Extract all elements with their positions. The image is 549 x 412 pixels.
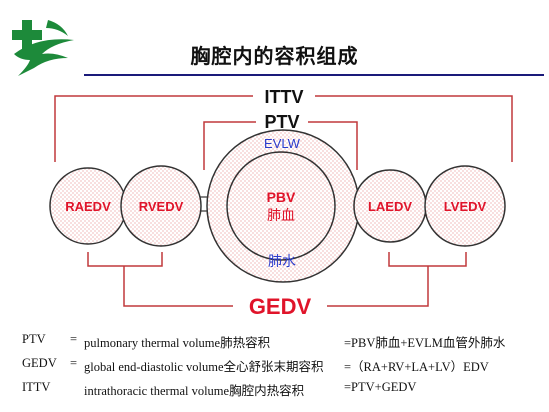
legend-formula: =（RA+RV+LA+LV）EDV xyxy=(344,360,489,374)
gedv-bracket xyxy=(87,252,467,307)
ittv-label: ITTV xyxy=(265,87,304,107)
legend-row-gedv: GEDV = global end-diastolic volume全心舒张末期… xyxy=(22,356,542,374)
pbv-circle xyxy=(226,151,336,261)
ittv-bracket xyxy=(54,95,513,162)
lvedv-label: LVEDV xyxy=(444,199,487,214)
gedv-label: GEDV xyxy=(249,294,312,319)
legend-desc: pulmonary thermal volume肺热容积 xyxy=(84,336,271,350)
lvedv-circle xyxy=(424,165,506,247)
legend-desc: global end-diastolic volume全心舒张末期容积 xyxy=(84,360,324,374)
rvedv-label: RVEDV xyxy=(139,199,184,214)
title-divider xyxy=(84,74,544,76)
legend-desc: intrathoracic thermal volume胸腔内热容积 xyxy=(84,384,305,398)
legend-eq: = xyxy=(70,332,78,346)
legend-row-ittv: ITTV intrathoracic thermal volume胸腔内热容积 … xyxy=(22,380,542,398)
legend-abbr: GEDV xyxy=(22,356,57,370)
thoracic-volume-diagram: ITTV PTV RAEDV RVEDV LAEDV LVEDV EVLW PB… xyxy=(49,87,513,319)
legend-abbr: ITTV xyxy=(22,380,51,394)
legend-eq: = xyxy=(70,356,78,370)
rvedv-circle xyxy=(120,165,202,247)
raedv-label: RAEDV xyxy=(65,199,111,214)
evlw-label: EVLW xyxy=(264,136,301,151)
page-title: 胸腔内的容积组成 xyxy=(190,44,359,68)
legend-abbr: PTV xyxy=(22,332,46,346)
legend-row-ptv: PTV = pulmonary thermal volume肺热容积 =PBV肺… xyxy=(22,332,542,350)
ptv-bracket xyxy=(203,121,358,170)
ptv-label: PTV xyxy=(264,112,299,132)
laedv-label: LAEDV xyxy=(368,199,412,214)
legend-formula: =PTV+GEDV xyxy=(344,380,417,394)
pbv-label: PBV xyxy=(267,189,296,205)
feishui-label: 肺水 xyxy=(268,254,296,270)
hospital-logo-icon xyxy=(12,20,74,76)
pbv-cn-label: 肺血 xyxy=(267,208,295,224)
legend-formula: =PBV肺血+EVLM血管外肺水 xyxy=(344,336,506,350)
